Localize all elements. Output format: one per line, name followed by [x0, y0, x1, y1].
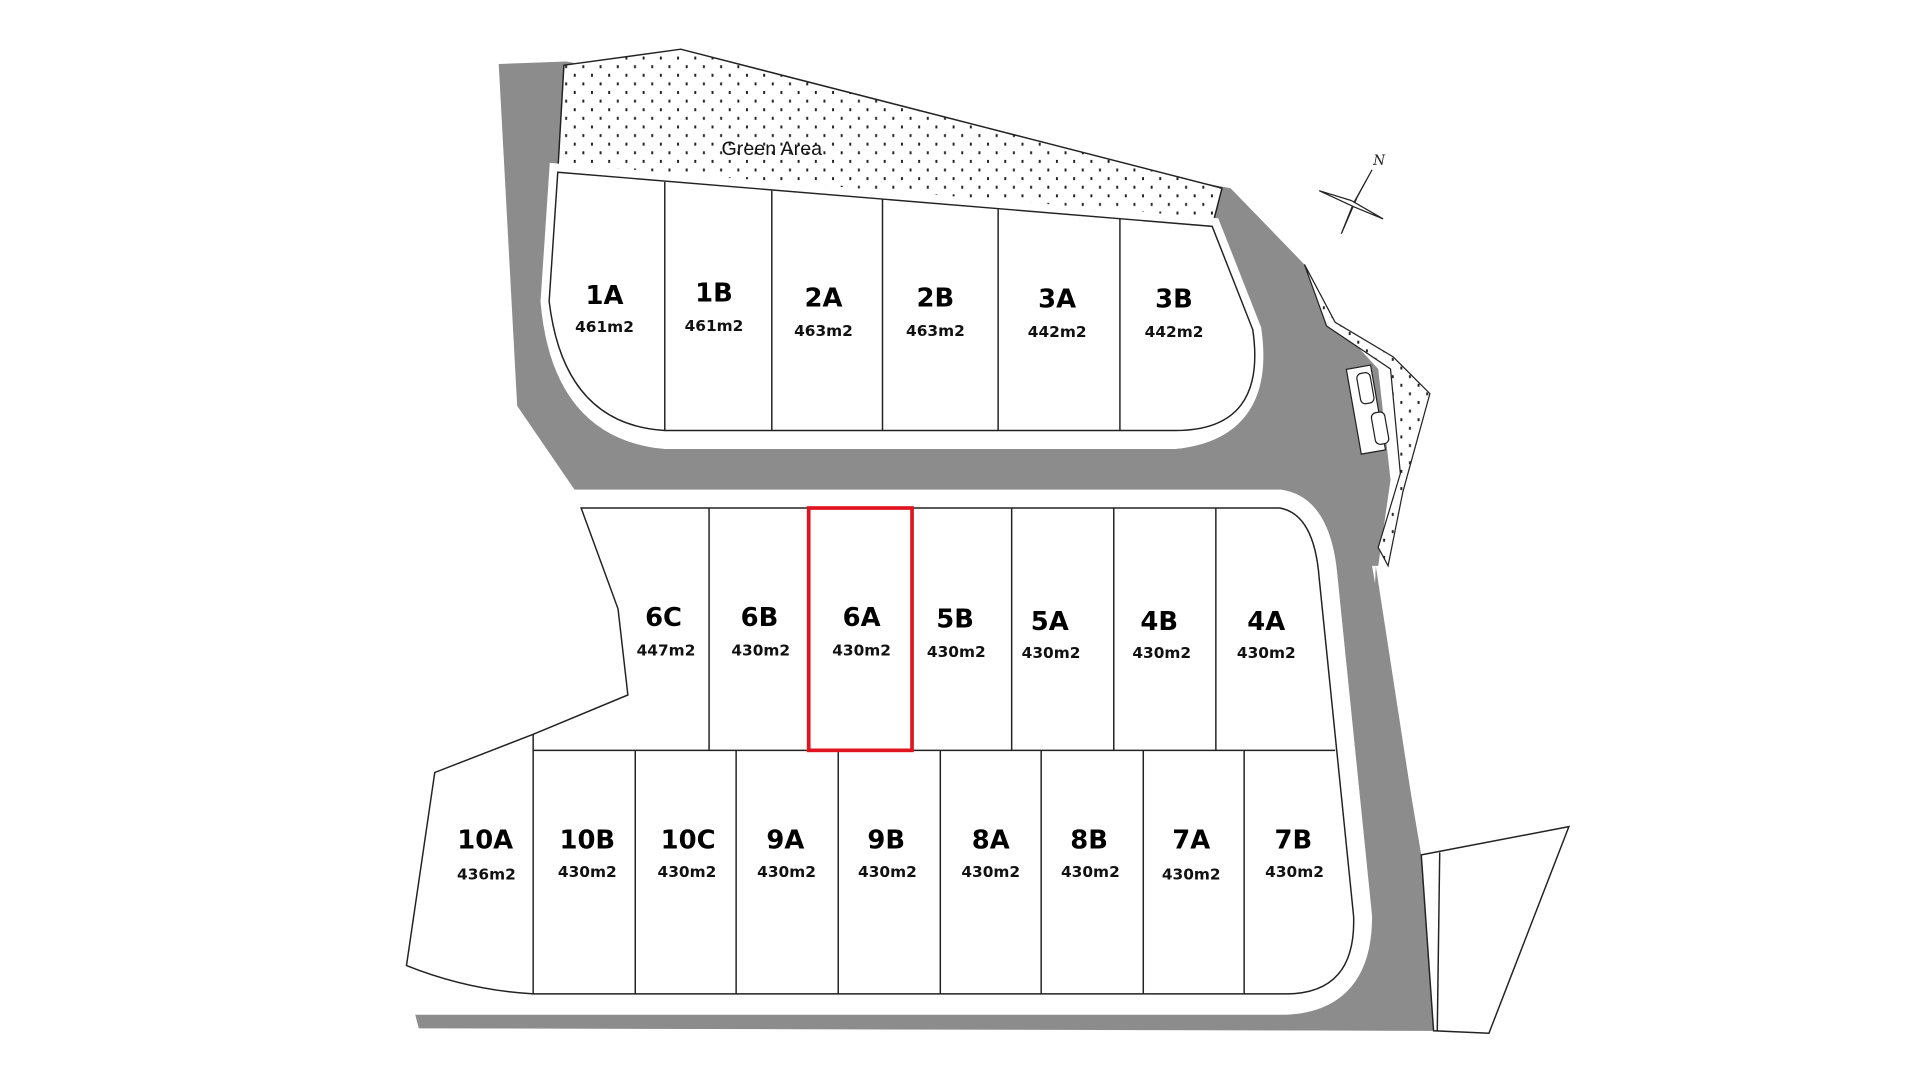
svg-text:436m2: 436m2 — [457, 865, 516, 883]
lot-1A: 1A 461m2 — [575, 281, 634, 336]
parking-bay — [1345, 364, 1390, 455]
lot-7B: 7B 430m2 — [1265, 826, 1324, 881]
svg-text:430m2: 430m2 — [927, 643, 986, 661]
svg-text:461m2: 461m2 — [685, 317, 744, 335]
svg-text:8A: 8A — [972, 826, 1010, 856]
lot-5B: 5B 430m2 — [927, 604, 986, 661]
car-icon — [1370, 411, 1390, 445]
svg-text:461m2: 461m2 — [575, 318, 634, 336]
svg-text:7B: 7B — [1275, 826, 1313, 856]
lower-lot-lines — [532, 508, 1336, 994]
svg-text:6B: 6B — [741, 603, 779, 633]
lot-8B: 8B 430m2 — [1061, 826, 1120, 881]
svg-text:6C: 6C — [645, 603, 682, 633]
svg-text:442m2: 442m2 — [1145, 323, 1204, 341]
lot-4A: 4A 430m2 — [1237, 607, 1296, 662]
upper-lot-lines — [664, 182, 1121, 431]
svg-text:9B: 9B — [867, 826, 905, 856]
lot-2B: 2B 463m2 — [906, 283, 965, 340]
lot-7A: 7A 430m2 — [1162, 826, 1221, 884]
lot-9B: 9B 430m2 — [858, 826, 917, 881]
svg-text:447m2: 447m2 — [637, 642, 696, 660]
lot-2A: 2A 463m2 — [794, 283, 853, 340]
svg-text:430m2: 430m2 — [1132, 644, 1191, 662]
lot-4B: 4B 430m2 — [1132, 607, 1191, 662]
adjacent-plot — [1420, 825, 1571, 1035]
svg-text:3B: 3B — [1155, 285, 1193, 315]
highlighted-lot-6a[interactable] — [806, 506, 914, 753]
svg-text:430m2: 430m2 — [658, 863, 717, 881]
svg-text:442m2: 442m2 — [1028, 323, 1087, 341]
svg-text:430m2: 430m2 — [1022, 644, 1081, 662]
svg-text:430m2: 430m2 — [961, 863, 1020, 881]
svg-text:1A: 1A — [586, 281, 624, 311]
svg-text:2A: 2A — [804, 283, 842, 313]
svg-text:4A: 4A — [1247, 607, 1285, 637]
svg-text:4B: 4B — [1140, 607, 1178, 637]
lot-10A: 10A 436m2 — [457, 826, 516, 884]
lot-3B: 3B 442m2 — [1145, 285, 1204, 342]
svg-text:430m2: 430m2 — [1265, 863, 1324, 881]
svg-text:7A: 7A — [1172, 826, 1210, 856]
green-area-label: Green Area — [721, 138, 822, 160]
lot-1B: 1B 461m2 — [685, 278, 744, 335]
lot-3A: 3A 442m2 — [1028, 285, 1087, 342]
green-strip — [1303, 264, 1431, 568]
svg-text:463m2: 463m2 — [906, 322, 965, 340]
svg-text:463m2: 463m2 — [794, 322, 853, 340]
lot-6C: 6C 447m2 — [637, 603, 696, 660]
svg-text:430m2: 430m2 — [731, 642, 790, 660]
svg-text:1B: 1B — [695, 278, 733, 308]
svg-text:430m2: 430m2 — [1162, 865, 1221, 883]
lot-5A: 5A 430m2 — [1022, 607, 1081, 662]
svg-text:3A: 3A — [1038, 285, 1076, 315]
lot-6A: 6A 430m2 — [832, 603, 891, 660]
svg-text:430m2: 430m2 — [1061, 863, 1120, 881]
svg-text:5A: 5A — [1031, 607, 1069, 637]
compass-icon: N — [1318, 153, 1386, 234]
svg-text:430m2: 430m2 — [757, 863, 816, 881]
svg-text:6A: 6A — [843, 603, 881, 633]
svg-text:2B: 2B — [917, 283, 955, 313]
svg-text:430m2: 430m2 — [1237, 644, 1296, 662]
car-icon — [1356, 372, 1375, 405]
svg-text:10A: 10A — [457, 826, 513, 856]
svg-text:5B: 5B — [936, 604, 974, 634]
lot-10B: 10B 430m2 — [558, 826, 617, 881]
lot-10C: 10C 430m2 — [658, 826, 717, 881]
svg-text:10B: 10B — [559, 826, 615, 856]
lot-9A: 9A 430m2 — [757, 826, 816, 881]
svg-text:430m2: 430m2 — [858, 863, 917, 881]
svg-text:9A: 9A — [766, 826, 804, 856]
svg-text:N: N — [1372, 153, 1386, 169]
svg-text:430m2: 430m2 — [832, 642, 891, 660]
lot-6B: 6B 430m2 — [731, 603, 790, 660]
svg-text:8B: 8B — [1070, 826, 1108, 856]
svg-text:10C: 10C — [661, 826, 716, 856]
svg-text:430m2: 430m2 — [558, 863, 617, 881]
lot-8A: 8A 430m2 — [961, 826, 1020, 881]
